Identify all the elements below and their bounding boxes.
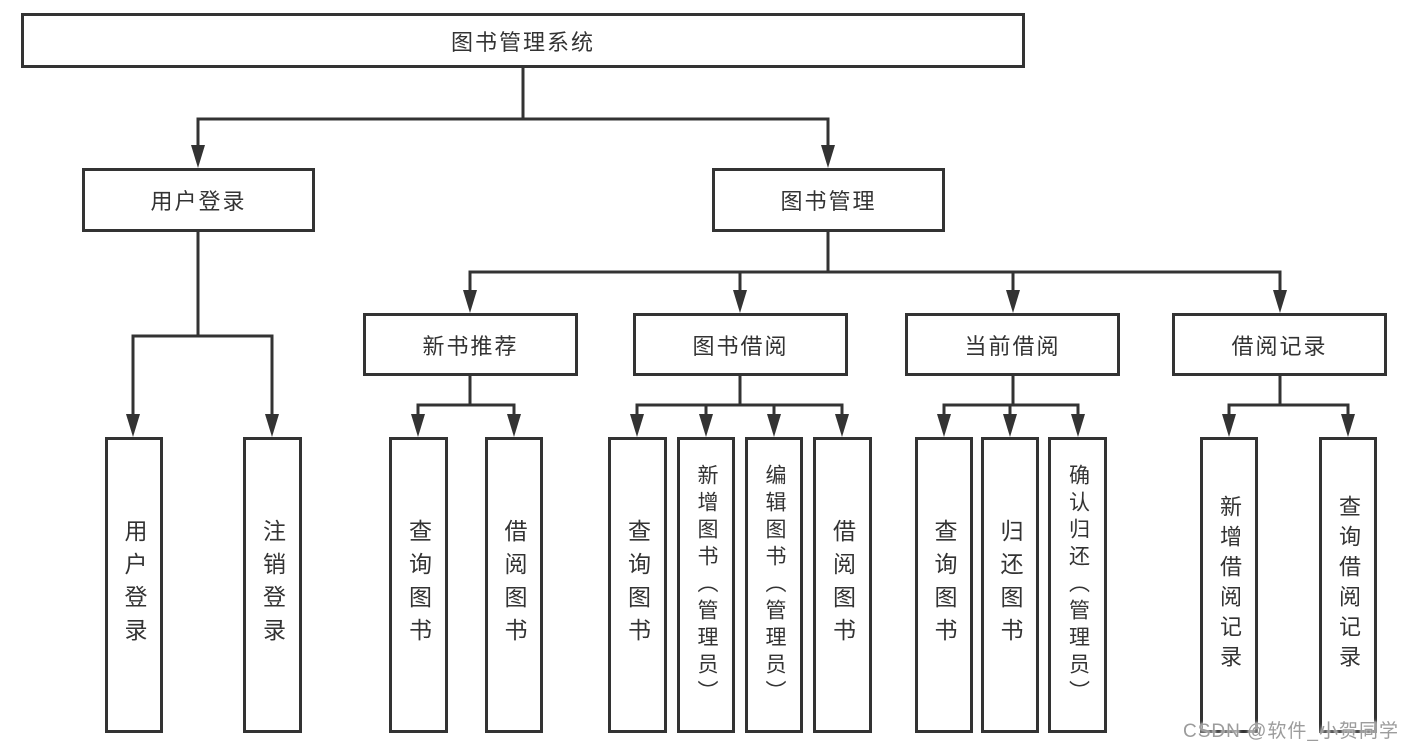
- leaf-query-books-recommend-label: 查询图书: [405, 519, 432, 651]
- leaf-borrow-books-recommend-label: 借阅图书: [501, 519, 527, 651]
- connector-newbooks-to-leaves: [416, 376, 516, 420]
- leaf-confirm-return-admin-label: 确认归还（管理员）: [1066, 463, 1090, 707]
- leaf-confirm-return-admin: 确认归还（管理员）: [1048, 437, 1107, 733]
- connector-borrow-to-leaves: [635, 376, 844, 420]
- leaf-query-books-current: 查询图书: [915, 437, 973, 733]
- node-book-management-label: 图书管理: [780, 189, 877, 214]
- leaf-query-books-borrow-label: 查询图书: [624, 519, 651, 651]
- leaf-add-books-admin: 新增图书（管理员）: [677, 437, 735, 733]
- node-new-book-recommend-label: 新书推荐: [422, 333, 519, 359]
- connector-records-to-leaves: [1227, 376, 1350, 420]
- leaf-query-borrow-record: 查询借阅记录: [1319, 437, 1377, 733]
- node-borrow-records: 借阅记录: [1172, 313, 1387, 376]
- node-book-borrow-label: 图书借阅: [692, 333, 789, 359]
- arrowheads: [126, 145, 1355, 437]
- leaf-query-books-current-label: 查询图书: [931, 519, 957, 651]
- leaf-query-borrow-record-label: 查询借阅记录: [1336, 495, 1361, 675]
- leaf-logout: 注销登录: [243, 437, 302, 733]
- leaf-add-borrow-record-label: 新增借阅记录: [1217, 495, 1242, 675]
- leaf-user-login: 用户登录: [105, 437, 163, 733]
- leaf-query-books-recommend: 查询图书: [389, 437, 448, 733]
- leaf-logout-label: 注销登录: [259, 519, 286, 651]
- connector-userlogin-to-leaves: [131, 232, 274, 420]
- node-user-login: 用户登录: [82, 168, 315, 232]
- leaf-edit-books-admin: 编辑图书（管理员）: [745, 437, 803, 733]
- node-book-management: 图书管理: [712, 168, 945, 232]
- node-book-borrow: 图书借阅: [633, 313, 848, 376]
- connector-bookmgmt-to-level3: [468, 232, 1282, 295]
- node-borrow-records-label: 借阅记录: [1231, 333, 1328, 359]
- leaf-return-books-label: 归还图书: [997, 519, 1023, 651]
- csdn-watermark: CSDN @软件_小贺同学: [1183, 721, 1399, 742]
- node-current-borrow-label: 当前借阅: [964, 333, 1061, 359]
- node-root-system: 图书管理系统: [21, 13, 1025, 68]
- leaf-borrow-books-label: 借阅图书: [829, 519, 856, 651]
- connector-current-to-leaves: [942, 376, 1080, 420]
- node-root-label: 图书管理系统: [450, 29, 595, 55]
- node-current-borrow: 当前借阅: [905, 313, 1120, 376]
- leaf-query-books-borrow: 查询图书: [608, 437, 667, 733]
- leaf-edit-books-admin-label: 编辑图书（管理员）: [763, 463, 786, 707]
- leaf-user-login-label: 用户登录: [121, 519, 147, 651]
- node-new-book-recommend: 新书推荐: [363, 313, 578, 376]
- leaf-borrow-books: 借阅图书: [813, 437, 872, 733]
- node-user-login-label: 用户登录: [150, 189, 247, 214]
- leaf-borrow-books-recommend: 借阅图书: [485, 437, 543, 733]
- leaf-return-books: 归还图书: [981, 437, 1039, 733]
- connector-root-to-level2: [196, 68, 830, 150]
- leaf-add-borrow-record: 新增借阅记录: [1200, 437, 1258, 733]
- leaf-add-books-admin-label: 新增图书（管理员）: [695, 463, 718, 707]
